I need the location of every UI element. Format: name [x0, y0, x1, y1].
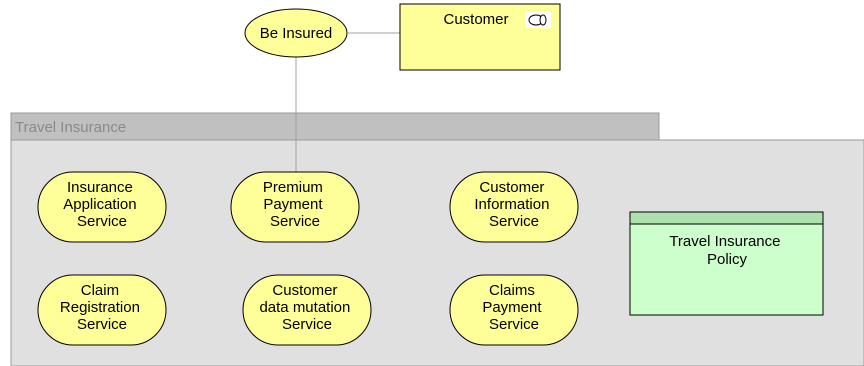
service-label-line: Service [77, 316, 127, 333]
be-insured-label: Be Insured [260, 25, 333, 42]
group-label: Travel Insurance [15, 119, 126, 136]
service-label-line: Claims [489, 282, 535, 299]
role-icon [525, 12, 551, 28]
service-label-line: Service [77, 213, 127, 230]
svg-text:Claims Payment Ser: Claims Payment Service [482, 282, 545, 333]
service-customer-information[interactable]: Customer Information Service [449, 171, 579, 243]
service-label-line: Application [63, 196, 136, 213]
service-claim-registration[interactable]: Claim Registration Service [37, 274, 167, 346]
service-label-line: Premium [263, 179, 323, 196]
service-label-line: Claim [81, 282, 119, 299]
customer-node[interactable]: Customer [399, 3, 561, 71]
svg-text:Insurance Application: Insurance Application Service [63, 179, 141, 230]
svg-text:Claim Registration: Claim Registration Service [60, 282, 144, 333]
svg-text:Premium Payment Se: Premium Payment Service [263, 179, 327, 230]
customer-label: Customer [443, 11, 508, 28]
service-label-line: Insurance [67, 179, 133, 196]
svg-text:Customer Information: Customer Information Service [474, 179, 553, 230]
product-label-line: Travel Insurance [669, 233, 780, 250]
service-label-line: data mutation [259, 299, 350, 316]
service-label-line: Information [474, 196, 549, 213]
service-label-line: Service [270, 213, 320, 230]
product-travel-insurance-policy[interactable]: Travel Insurance Policy [629, 211, 824, 316]
service-label-line: Payment [263, 196, 323, 213]
product-label-line: Policy [707, 251, 748, 268]
service-label-line: Customer [479, 179, 544, 196]
svg-text:Travel Insurance Policy: Travel Insurance Policy [669, 233, 784, 268]
group-header [10, 112, 660, 141]
service-label-line: Service [282, 316, 332, 333]
product-header-bar [629, 211, 824, 225]
service-insurance-application[interactable]: Insurance Application Service [37, 171, 167, 243]
service-claims-payment[interactable]: Claims Payment Service [449, 274, 579, 346]
service-label-line: Payment [482, 299, 542, 316]
service-label-line: Service [489, 213, 539, 230]
be-insured-node[interactable]: Be Insured [244, 8, 348, 58]
svg-text:Customer data mutation: Customer data mutation Service [259, 282, 354, 333]
service-label-line: Service [489, 316, 539, 333]
service-customer-data-mutation[interactable]: Customer data mutation Service [242, 274, 372, 346]
service-premium-payment[interactable]: Premium Payment Service [230, 171, 360, 243]
service-label-line: Registration [60, 299, 140, 316]
service-label-line: Customer [272, 282, 337, 299]
